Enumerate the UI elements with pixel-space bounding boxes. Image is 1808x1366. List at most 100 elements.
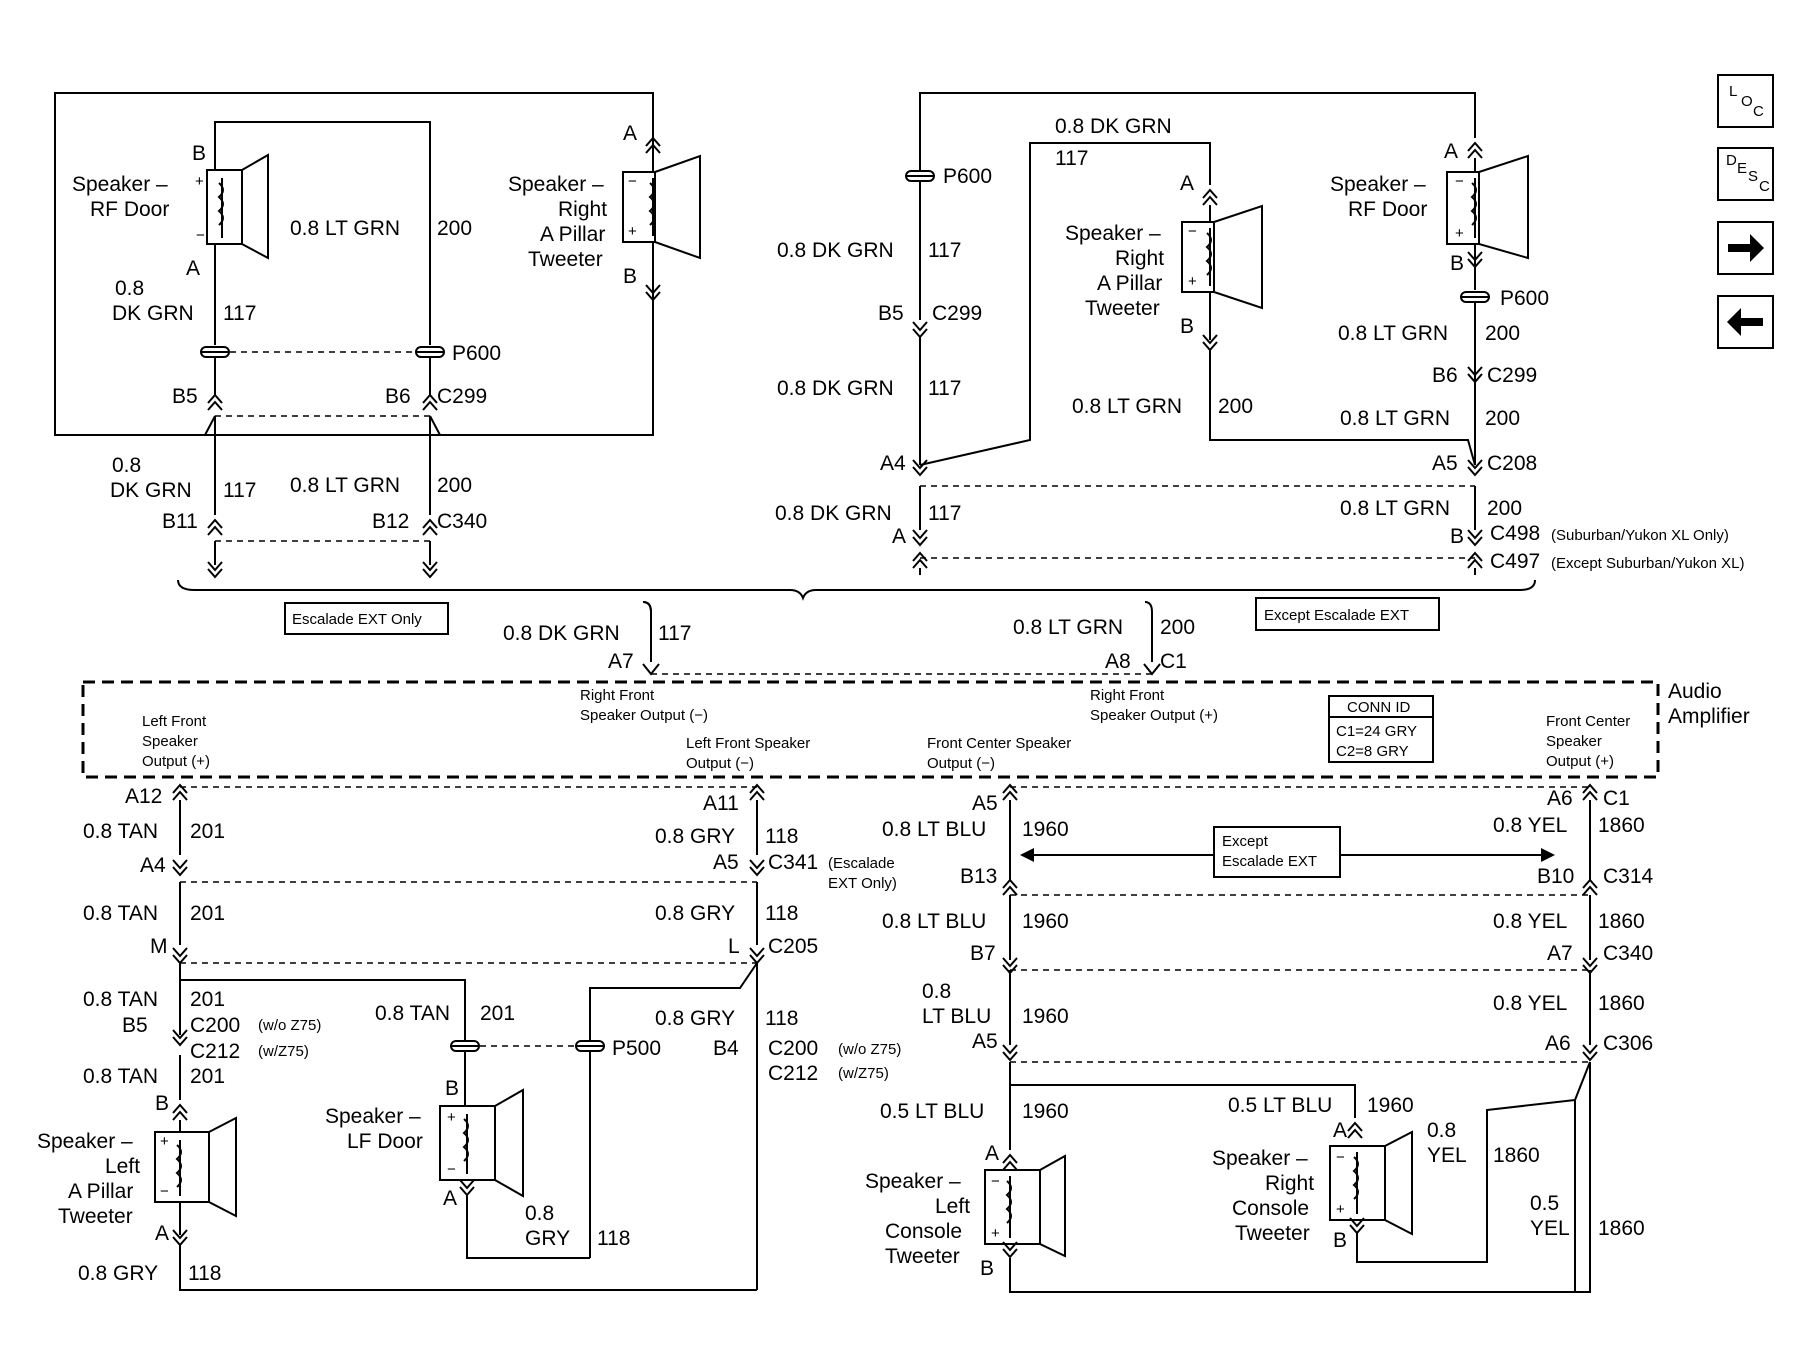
svg-text:Speaker –: Speaker – (72, 173, 168, 196)
front-center-wiring: A5 A6 C1 0.8 LT BLU 1960 0.8 YEL 1860 Ex… (865, 784, 1654, 1293)
svg-text:A4: A4 (880, 452, 906, 475)
speaker-left-console-tweeter: − + A B Speaker – Left Console Tweeter (865, 1142, 1066, 1280)
svg-text:Left: Left (935, 1195, 970, 1218)
svg-text:B7: B7 (970, 942, 996, 965)
desc-button[interactable]: D E S C (1717, 147, 1774, 201)
svg-text:Speaker: Speaker (142, 733, 198, 750)
svg-text:C340: C340 (437, 510, 487, 533)
speaker-rf-door-left: + − B A Speaker – RF Door (72, 142, 269, 280)
svg-text:O: O (1741, 93, 1753, 110)
svg-text:0.8: 0.8 (1427, 1119, 1456, 1142)
svg-text:118: 118 (765, 1007, 798, 1030)
svg-text:C314: C314 (1603, 865, 1654, 888)
svg-text:A Pillar: A Pillar (1097, 272, 1162, 295)
svg-text:0.8 LT BLU: 0.8 LT BLU (882, 910, 986, 933)
except-escalade-ext-box (1255, 597, 1440, 631)
svg-text:0.8 YEL: 0.8 YEL (1493, 992, 1567, 1015)
svg-text:0.8: 0.8 (112, 454, 141, 477)
svg-text:Speaker –: Speaker – (1065, 222, 1161, 245)
svg-text:0.8 LT GRN: 0.8 LT GRN (1338, 322, 1448, 345)
except-escalade-ext-section: P600 0.8 DK GRN 117 B5 C299 0.8 DK GRN 1… (775, 92, 1744, 575)
speaker-rf-door-right: − + A B Speaker – RF Door (1330, 140, 1529, 275)
svg-text:(w/o Z75): (w/o Z75) (838, 1041, 901, 1058)
svg-text:200: 200 (437, 217, 472, 240)
svg-text:A: A (1333, 1119, 1347, 1142)
except-escalade-ext-arrow-box (1213, 826, 1341, 878)
svg-text:Speaker –: Speaker – (1330, 173, 1426, 196)
svg-text:B: B (1333, 1229, 1347, 1252)
svg-text:0.8: 0.8 (115, 277, 144, 300)
svg-text:Console: Console (885, 1220, 962, 1243)
svg-text:0.8 DK GRN: 0.8 DK GRN (777, 377, 894, 400)
svg-text:L: L (728, 935, 740, 958)
svg-text:A Pillar: A Pillar (68, 1180, 133, 1203)
svg-text:200: 200 (1218, 395, 1253, 418)
svg-text:C299: C299 (932, 302, 982, 325)
svg-text:B5: B5 (172, 385, 198, 408)
svg-text:0.8: 0.8 (922, 980, 951, 1003)
svg-text:A: A (186, 257, 200, 280)
svg-text:(w/Z75): (w/Z75) (838, 1065, 889, 1082)
svg-text:(Escalade: (Escalade (828, 855, 895, 872)
svg-text:CONN ID: CONN ID (1347, 699, 1411, 716)
svg-text:0.8 LT GRN: 0.8 LT GRN (290, 474, 400, 497)
svg-text:1960: 1960 (1367, 1094, 1414, 1117)
svg-text:118: 118 (188, 1262, 221, 1285)
svg-text:Output (−): Output (−) (686, 755, 754, 772)
prev-arrow-button[interactable] (1717, 295, 1774, 349)
svg-text:1860: 1860 (1598, 814, 1645, 837)
loc-button[interactable]: L O C (1717, 74, 1774, 128)
svg-text:117: 117 (928, 377, 961, 400)
svg-text:Speaker –: Speaker – (37, 1130, 133, 1153)
svg-text:C2=8 GRY: C2=8 GRY (1336, 743, 1409, 760)
svg-text:117: 117 (658, 622, 691, 645)
svg-text:A8: A8 (1105, 650, 1131, 673)
escalade-ext-only-box (284, 602, 449, 635)
svg-text:Audio: Audio (1668, 680, 1722, 703)
svg-text:Tweeter: Tweeter (58, 1205, 133, 1228)
svg-text:C1: C1 (1160, 650, 1187, 673)
svg-text:0.8 DK GRN: 0.8 DK GRN (775, 502, 892, 525)
svg-text:−: − (628, 173, 637, 190)
svg-text:−: − (1188, 223, 1197, 240)
svg-text:C299: C299 (437, 385, 487, 408)
svg-text:GRY: GRY (525, 1227, 570, 1250)
speaker-right-console-tweeter: − + A B Speaker – Right Console Tweeter (1212, 1119, 1413, 1252)
svg-text:A: A (623, 122, 637, 145)
svg-text:117: 117 (928, 239, 961, 262)
svg-text:1860: 1860 (1493, 1144, 1540, 1167)
svg-text:C341: C341 (768, 851, 818, 874)
svg-text:B: B (192, 142, 206, 165)
svg-text:Escalade EXT: Escalade EXT (1222, 853, 1317, 870)
svg-text:A6: A6 (1545, 1032, 1571, 1055)
svg-text:118: 118 (597, 1227, 630, 1250)
svg-text:1960: 1960 (1022, 1100, 1069, 1123)
svg-text:A: A (443, 1187, 457, 1210)
svg-text:Speaker –: Speaker – (1212, 1147, 1308, 1170)
svg-text:0.8 TAN: 0.8 TAN (83, 902, 158, 925)
svg-text:0.8 GRY: 0.8 GRY (655, 902, 735, 925)
svg-text:S: S (1748, 168, 1758, 185)
svg-text:Right: Right (1265, 1172, 1314, 1195)
svg-text:+: + (160, 1133, 169, 1150)
svg-text:0.8: 0.8 (525, 1202, 554, 1225)
svg-text:118: 118 (765, 825, 798, 848)
svg-text:A5: A5 (713, 851, 739, 874)
svg-text:A5: A5 (1432, 452, 1458, 475)
svg-text:1860: 1860 (1598, 910, 1645, 933)
svg-text:C340: C340 (1603, 942, 1653, 965)
svg-text:B10: B10 (1537, 865, 1574, 888)
arrow-right-icon (1728, 234, 1764, 262)
svg-text:A12: A12 (125, 785, 162, 808)
svg-text:117: 117 (223, 302, 256, 325)
next-arrow-button[interactable] (1717, 221, 1774, 275)
svg-text:Speaker –: Speaker – (508, 173, 604, 196)
svg-text:−: − (1336, 1149, 1345, 1166)
svg-text:+: + (628, 223, 637, 240)
svg-text:C: C (1759, 178, 1770, 195)
svg-text:B13: B13 (960, 865, 997, 888)
svg-text:0.8 LT GRN: 0.8 LT GRN (1013, 616, 1123, 639)
svg-text:−: − (160, 1183, 169, 1200)
svg-text:1960: 1960 (1022, 1005, 1069, 1028)
option-brace (177, 579, 1536, 601)
